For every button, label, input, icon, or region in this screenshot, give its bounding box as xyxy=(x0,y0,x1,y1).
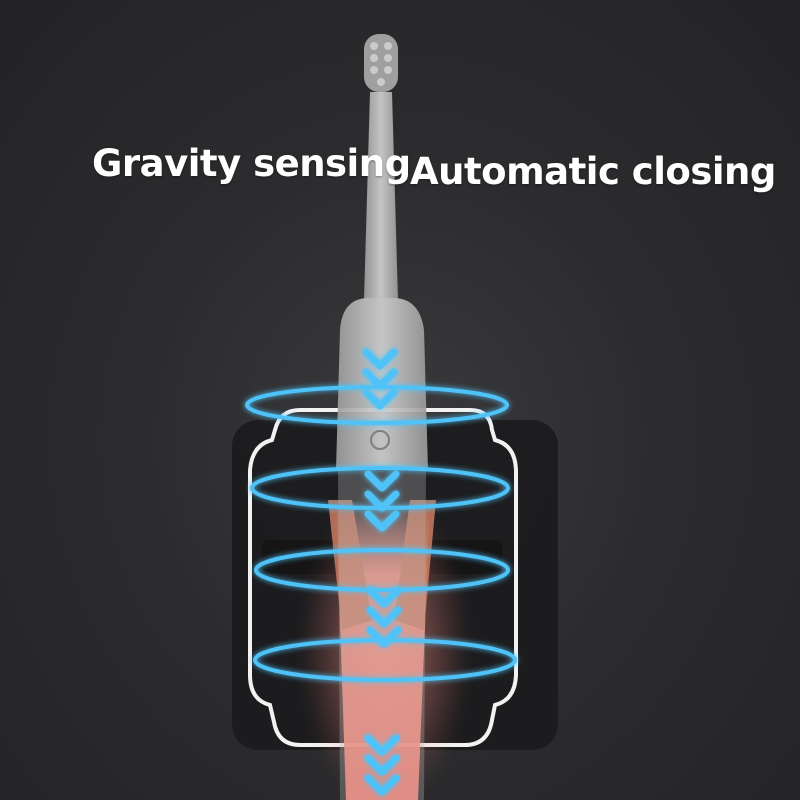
down-chevron-icon xyxy=(364,774,400,796)
down-chevron-icon xyxy=(364,510,400,532)
down-chevron-icon xyxy=(364,490,400,512)
caption-automatic-closing: Automatic closing xyxy=(410,150,776,193)
down-chevron-icon xyxy=(366,606,402,628)
down-chevron-icon xyxy=(362,388,398,410)
sensing-ring-3 xyxy=(254,548,510,592)
down-chevron-icon xyxy=(364,754,400,776)
down-chevron-icon xyxy=(366,586,402,608)
down-chevron-icon xyxy=(362,368,398,390)
caption-gravity-sensing: Gravity sensing xyxy=(92,142,411,185)
clamp-jaw-right xyxy=(394,500,436,630)
down-chevron-icon xyxy=(362,348,398,370)
down-chevrons xyxy=(362,348,402,796)
down-chevron-icon xyxy=(366,626,402,648)
down-chevron-icon xyxy=(364,734,400,756)
clamp-jaw-left xyxy=(328,500,372,630)
down-chevron-icon xyxy=(364,470,400,492)
